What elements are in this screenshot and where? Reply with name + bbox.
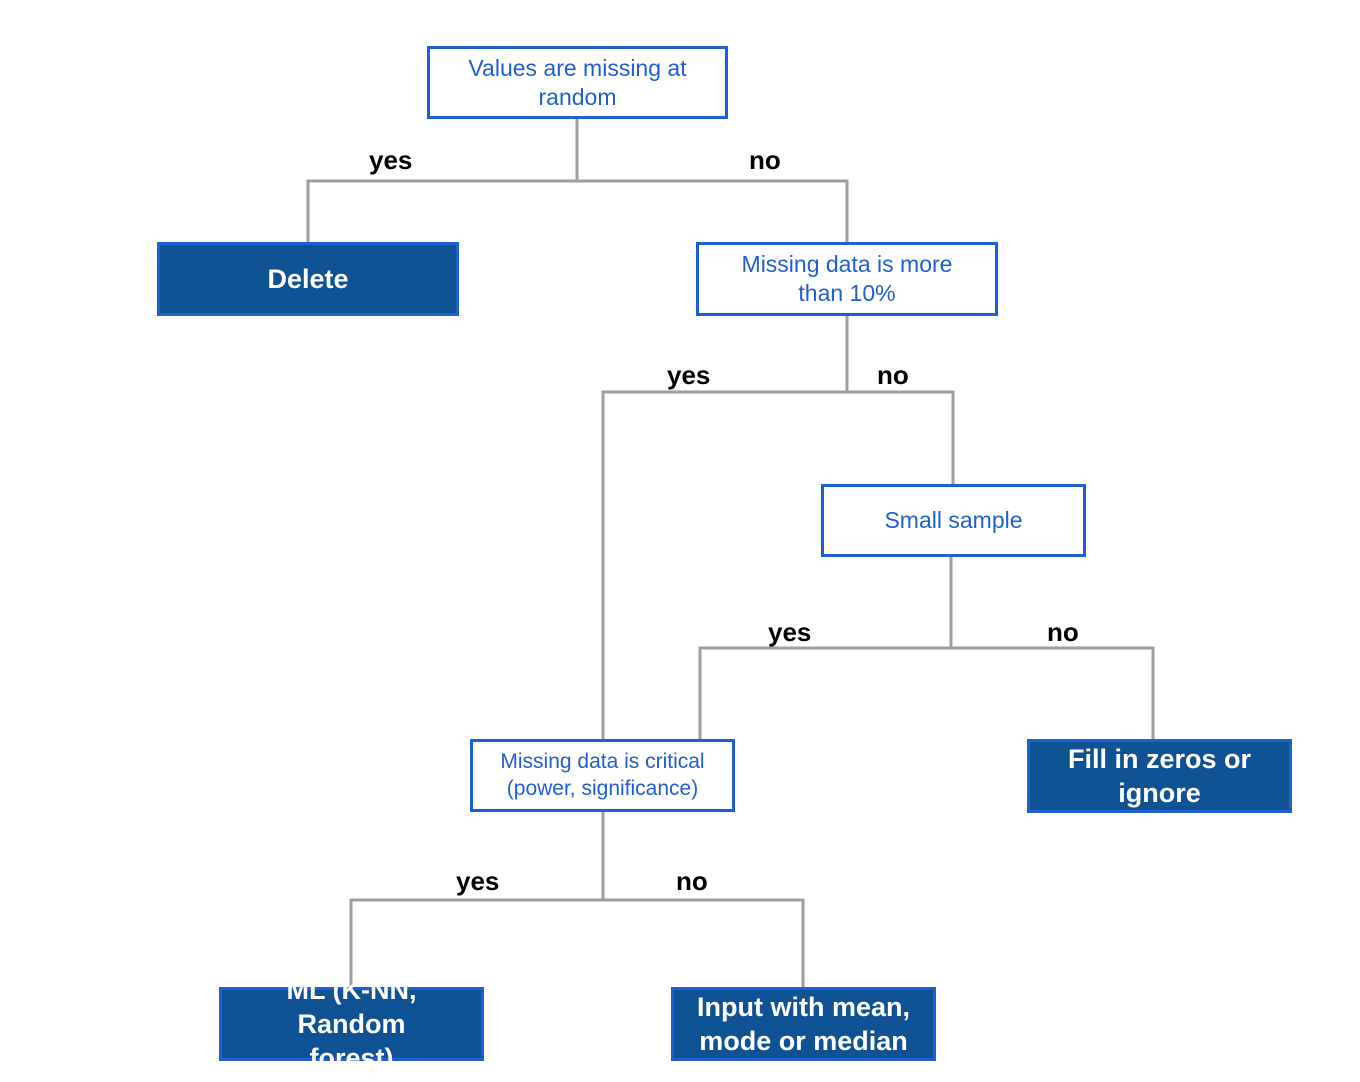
node-missing-at-random: Values are missing at random — [427, 46, 728, 119]
node-delete-text: Delete — [267, 263, 349, 294]
connector-root-no — [577, 179, 849, 243]
node-more-than-10-percent: Missing data is more than 10% — [696, 242, 998, 316]
node-delete: Delete — [157, 242, 459, 316]
connector-root-yes — [306, 118, 579, 243]
node-missing-at-random-text: Values are missing at random — [468, 54, 687, 110]
node-more-than-10-percent-text: Missing data is more than 10% — [741, 251, 953, 306]
node-impute-text: Input with mean, mode or median — [697, 991, 910, 1056]
node-fill-zeros: Fill in zeros or ignore — [1027, 739, 1292, 813]
label-root-no: no — [749, 145, 781, 175]
node-missing-critical: Missing data is critical (power, signifi… — [470, 739, 735, 812]
node-ml: ML (K-NN, Random forest) — [219, 975, 484, 1073]
label-10pct-yes: yes — [667, 360, 711, 390]
connector-small-yes — [698, 557, 953, 740]
label-small-yes: yes — [768, 617, 812, 647]
label-critical-no: no — [676, 866, 708, 896]
node-fill-zeros-text: Fill in zeros or ignore — [1067, 743, 1252, 808]
node-small-sample: Small sample — [821, 484, 1086, 557]
connector-critical-no — [603, 898, 805, 988]
label-small-no: no — [1047, 617, 1079, 647]
node-impute: Input with mean, mode or median — [671, 987, 936, 1061]
node-ml-text: ML (K-NN, Random forest) — [286, 974, 417, 1074]
connector-10pct-no — [847, 390, 955, 485]
label-critical-yes: yes — [456, 866, 500, 896]
label-root-yes: yes — [369, 145, 413, 175]
connector-small-no — [951, 646, 1155, 740]
connector-10pct-yes — [601, 315, 849, 740]
label-10pct-no: no — [877, 360, 909, 390]
node-missing-critical-text: Missing data is critical (power, signifi… — [500, 750, 705, 800]
connector-critical-yes — [349, 811, 605, 988]
node-small-sample-text: Small sample — [884, 507, 1023, 534]
